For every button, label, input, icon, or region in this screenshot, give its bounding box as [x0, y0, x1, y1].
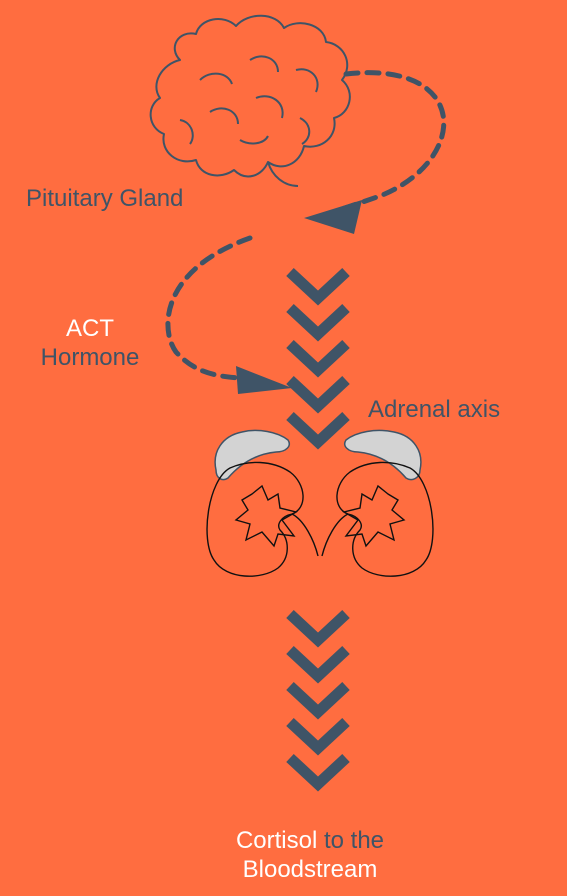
chevron-down-icon: [290, 344, 346, 370]
signal-path-brain: [316, 73, 444, 218]
adrenal-axis-label: Adrenal axis: [368, 395, 500, 424]
act-label-line2: Hormone: [20, 343, 160, 372]
act-hormone-label: ACT Hormone: [20, 314, 160, 372]
brain-icon: [151, 16, 350, 186]
chevron-down-icon: [290, 686, 346, 712]
bloodstream-word: Bloodstream: [243, 856, 378, 883]
adrenal-gland-right-icon: [345, 430, 421, 479]
signal-path-hormone: [168, 238, 250, 378]
chevron-down-icon: [290, 272, 346, 298]
kidney-left-icon: [207, 430, 318, 576]
cortisol-rest: to the: [324, 827, 384, 854]
pituitary-gland-label: Pituitary Gland: [26, 184, 183, 213]
act-label-line1: ACT: [20, 314, 160, 343]
kidney-right-icon: [322, 430, 433, 576]
arrowhead-adrenal: [236, 366, 292, 394]
chevron-down-icon: [290, 308, 346, 334]
chevron-down-icon: [290, 650, 346, 676]
arrowhead-pituitary: [304, 200, 362, 234]
chevron-stack-lower: [290, 614, 346, 784]
chevron-down-icon: [290, 614, 346, 640]
cortisol-label: Cortisol to the Bloodstream: [180, 826, 440, 884]
chevron-down-icon: [290, 380, 346, 406]
chevron-stack-upper: [290, 272, 346, 442]
chevron-down-icon: [290, 416, 346, 442]
adrenal-gland-left-icon: [215, 430, 289, 479]
chevron-down-icon: [290, 758, 346, 784]
chevron-down-icon: [290, 722, 346, 748]
cortisol-word: Cortisol: [236, 827, 317, 854]
